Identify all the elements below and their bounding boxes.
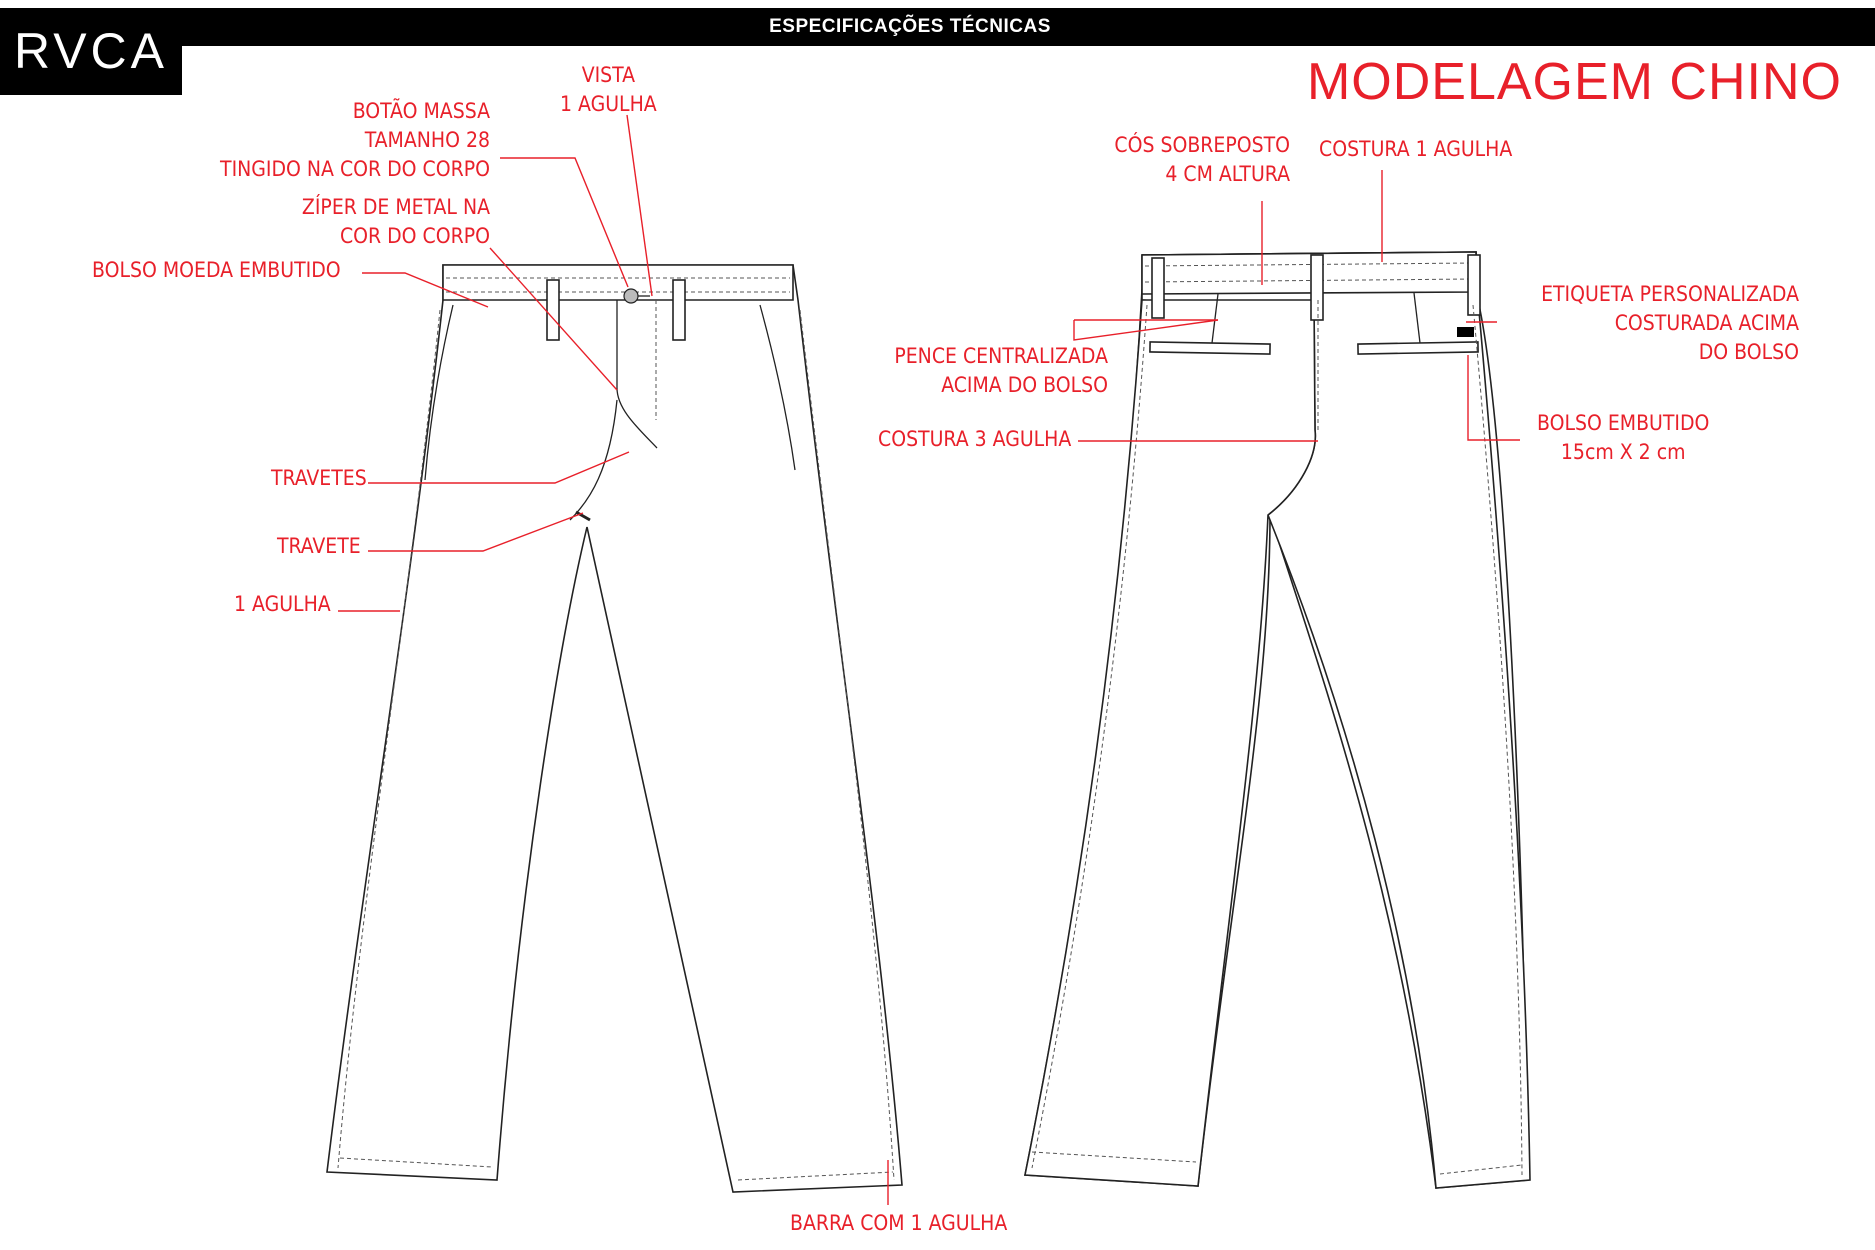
label-bolso-embutido: BOLSO EMBUTIDO 15cm X 2 cm (1537, 411, 1710, 464)
belt-loop (1151, 257, 1165, 319)
back-view (1024, 251, 1531, 1189)
back-dart (1211, 293, 1219, 344)
side-pocket (759, 304, 796, 471)
label-1-agulha: 1 AGULHA (234, 592, 331, 616)
brand-label-tag (1457, 327, 1474, 337)
welt-pocket (1149, 341, 1271, 355)
label-etiqueta: ETIQUETA PERSONALIZADA COSTURADA ACIMA D… (1541, 282, 1799, 364)
belt-loop (672, 279, 686, 341)
front-pants-outline (326, 264, 903, 1193)
fly-outline (616, 300, 658, 449)
back-dart (1413, 292, 1421, 344)
button-icon (623, 288, 639, 304)
label-cos: CÓS SOBREPOSTO 4 CM ALTURA (1114, 133, 1290, 186)
label-costura-3: COSTURA 3 AGULHA (878, 427, 1072, 451)
welt-pocket (1357, 341, 1479, 355)
side-pocket (424, 304, 454, 481)
front-view (326, 264, 903, 1193)
brand-logo: RVCA (13, 23, 168, 79)
model-title: MODELAGEM CHINO (1306, 53, 1842, 111)
header-title: ESPECIFICAÇÕES TÉCNICAS (769, 16, 1051, 37)
label-botao: BOTÃO MASSA TAMANHO 28 TINGIDO NA COR DO… (220, 99, 490, 181)
label-pence: PENCE CENTRALIZADA ACIMA DO BOLSO (894, 344, 1108, 397)
header-bar (0, 8, 1875, 46)
brand-logo-box (0, 8, 182, 95)
front-waistband (442, 264, 794, 301)
label-bolso-moeda: BOLSO MOEDA EMBUTIDO (92, 258, 341, 282)
label-costura-1: COSTURA 1 AGULHA (1319, 137, 1513, 161)
leader-lines (338, 114, 1520, 1205)
belt-loop (1310, 254, 1324, 321)
label-travete: TRAVETE (277, 534, 361, 558)
label-ziper: ZÍPER DE METAL NA COR DO CORPO (301, 195, 490, 248)
belt-loop (546, 279, 560, 341)
label-barra: BARRA COM 1 AGULHA (790, 1211, 1008, 1235)
label-travetes: TRAVETES (271, 466, 367, 490)
belt-loop (1467, 254, 1481, 316)
label-vista: VISTA 1 AGULHA (560, 63, 657, 116)
back-waistband (1141, 251, 1477, 295)
